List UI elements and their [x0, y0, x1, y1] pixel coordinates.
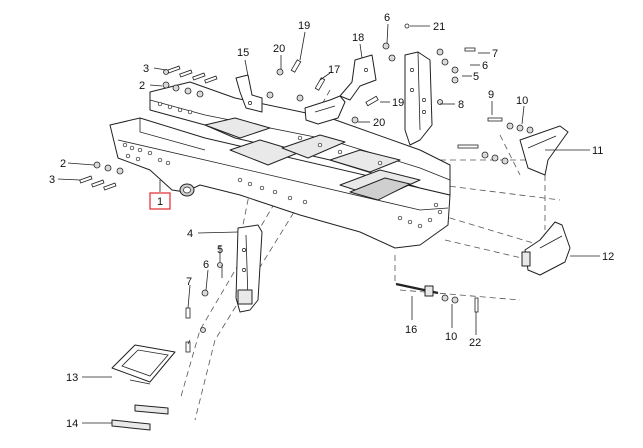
bracket-4	[235, 224, 263, 313]
frame-holes	[122, 101, 443, 229]
callout-4: 4	[187, 228, 193, 240]
strips-14	[111, 404, 169, 431]
callout-5: 5	[473, 71, 479, 83]
callout-17: 17	[328, 64, 340, 76]
callout-20: 20	[373, 117, 385, 129]
step-13	[111, 344, 176, 385]
callout-10: 10	[516, 95, 528, 107]
callout-15: 15	[237, 47, 249, 59]
leader-lines	[57, 23, 600, 424]
callout-18: 18	[352, 32, 364, 44]
callout-22: 22	[469, 337, 481, 349]
callout-6: 6	[203, 259, 209, 271]
callout-21: 21	[433, 21, 445, 33]
callout-16: 16	[405, 324, 417, 336]
bumper-12	[521, 221, 571, 276]
main-frame	[109, 81, 451, 249]
callout-11: 11	[592, 145, 603, 157]
callout-labels: 1 2 2 3 3 4 5 5 6 6 6 7 7 8 9 10 10 11 1…	[49, 12, 614, 430]
callout-8: 8	[458, 99, 464, 111]
bracket-15	[235, 74, 263, 113]
callout-9: 9	[488, 89, 494, 101]
callout-3: 3	[49, 174, 55, 186]
callout-2: 2	[139, 80, 145, 92]
callout-7: 7	[492, 48, 498, 60]
bracket-18	[339, 54, 377, 101]
callout-13: 13	[66, 372, 78, 384]
callout-7: 7	[186, 276, 192, 288]
callout-19: 19	[392, 97, 404, 109]
fasteners	[79, 23, 534, 353]
callout-12: 12	[602, 251, 614, 263]
callout-20: 20	[273, 43, 285, 55]
callout-6: 6	[384, 12, 390, 24]
callout-3: 3	[143, 63, 149, 75]
bracket-8	[404, 51, 433, 146]
highlight-box	[149, 192, 171, 210]
callout-10: 10	[445, 331, 457, 343]
callout-6: 6	[482, 60, 488, 72]
callout-1: 1	[157, 196, 163, 208]
callout-19: 19	[298, 20, 310, 32]
callout-5: 5	[217, 244, 223, 256]
rod-16	[395, 282, 439, 297]
plate-11	[519, 125, 569, 176]
callout-2: 2	[60, 158, 66, 170]
callout-14: 14	[66, 418, 78, 430]
bracket-17	[304, 95, 346, 125]
